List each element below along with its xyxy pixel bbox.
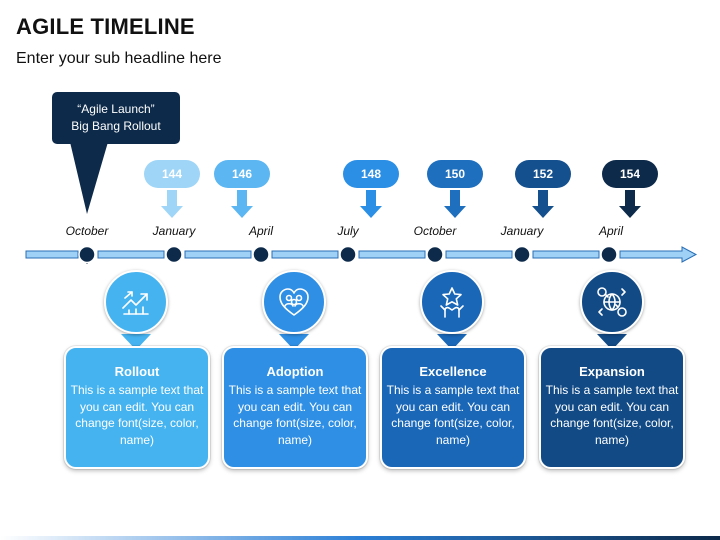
milestone-arrow [360, 190, 382, 218]
callout-tail [70, 142, 108, 214]
callout-line-1: “Agile Launch” [77, 102, 155, 116]
month-label: January [152, 224, 196, 238]
card-body: This is a sample text that you can edit.… [228, 383, 362, 447]
card-pointer [597, 334, 627, 350]
milestone-arrow [444, 190, 466, 218]
milestone-bubble: 150 [427, 160, 483, 188]
card-expansion: Expansion This is a sample text that you… [539, 346, 685, 469]
timeline-arrow-head [619, 246, 698, 263]
page-subtitle: Enter your sub headline here [16, 50, 222, 67]
card-excellence: Excellence This is a sample text that yo… [380, 346, 526, 469]
growth-arrows-icon [104, 270, 168, 334]
card-title: Rollout [114, 364, 160, 379]
card-body: This is a sample text that you can edit.… [386, 383, 520, 447]
card-title: Adoption [266, 364, 324, 379]
timeline-dot [513, 245, 531, 264]
milestone-bubble: 154 [602, 160, 658, 188]
timeline-segment [97, 250, 165, 259]
callout-line-2: Big Bang Rollout [71, 119, 161, 133]
milestone-arrow [231, 190, 253, 218]
timeline-segment [271, 250, 339, 259]
timeline-bar [25, 246, 698, 263]
card-rollout: Rollout This is a sample text that you c… [64, 346, 210, 469]
timeline-dot [165, 245, 183, 264]
milestone-bubble: 146 [214, 160, 270, 188]
global-dollar-icon [580, 270, 644, 334]
callout-box: “Agile Launch” Big Bang Rollout [52, 92, 180, 144]
page-title: AGILE TIMELINE [16, 14, 195, 39]
timeline-dot [339, 245, 357, 264]
timeline-segment [25, 250, 79, 259]
card-adoption: Adoption This is a sample text that you … [222, 346, 368, 469]
month-label: January [500, 224, 544, 238]
month-label: April [248, 224, 273, 238]
card-pointer [121, 334, 151, 350]
milestone-arrows [161, 190, 641, 218]
timeline-dot [78, 245, 96, 264]
milestone-bubble: 148 [343, 160, 399, 188]
month-label: October [65, 224, 109, 238]
timeline-segment [532, 250, 600, 259]
month-label: July [337, 224, 359, 238]
bottom-accent-bar [0, 536, 720, 540]
card-pointer [279, 334, 309, 350]
milestone-arrow [619, 190, 641, 218]
timeline-dot [252, 245, 270, 264]
card-pointers [121, 334, 627, 350]
heart-people-icon [262, 270, 326, 334]
month-label: April [598, 224, 623, 238]
milestone-bubble: 144 [144, 160, 200, 188]
timeline-segment [358, 250, 426, 259]
milestone-arrow [161, 190, 183, 218]
card-body: This is a sample text that you can edit.… [70, 383, 204, 447]
card-pointer [437, 334, 467, 350]
card-title: Expansion [579, 364, 645, 379]
timeline-dots [78, 245, 618, 264]
timeline-segment [445, 250, 513, 259]
star-hand-icon [420, 270, 484, 334]
timeline-dot [426, 245, 444, 264]
card-title: Excellence [419, 364, 487, 379]
milestone-bubble: 152 [515, 160, 571, 188]
card-body: This is a sample text that you can edit.… [545, 383, 679, 447]
timeline-dot [600, 245, 618, 264]
milestone-arrow [532, 190, 554, 218]
month-label: October [413, 224, 457, 238]
timeline-segment [184, 250, 252, 259]
